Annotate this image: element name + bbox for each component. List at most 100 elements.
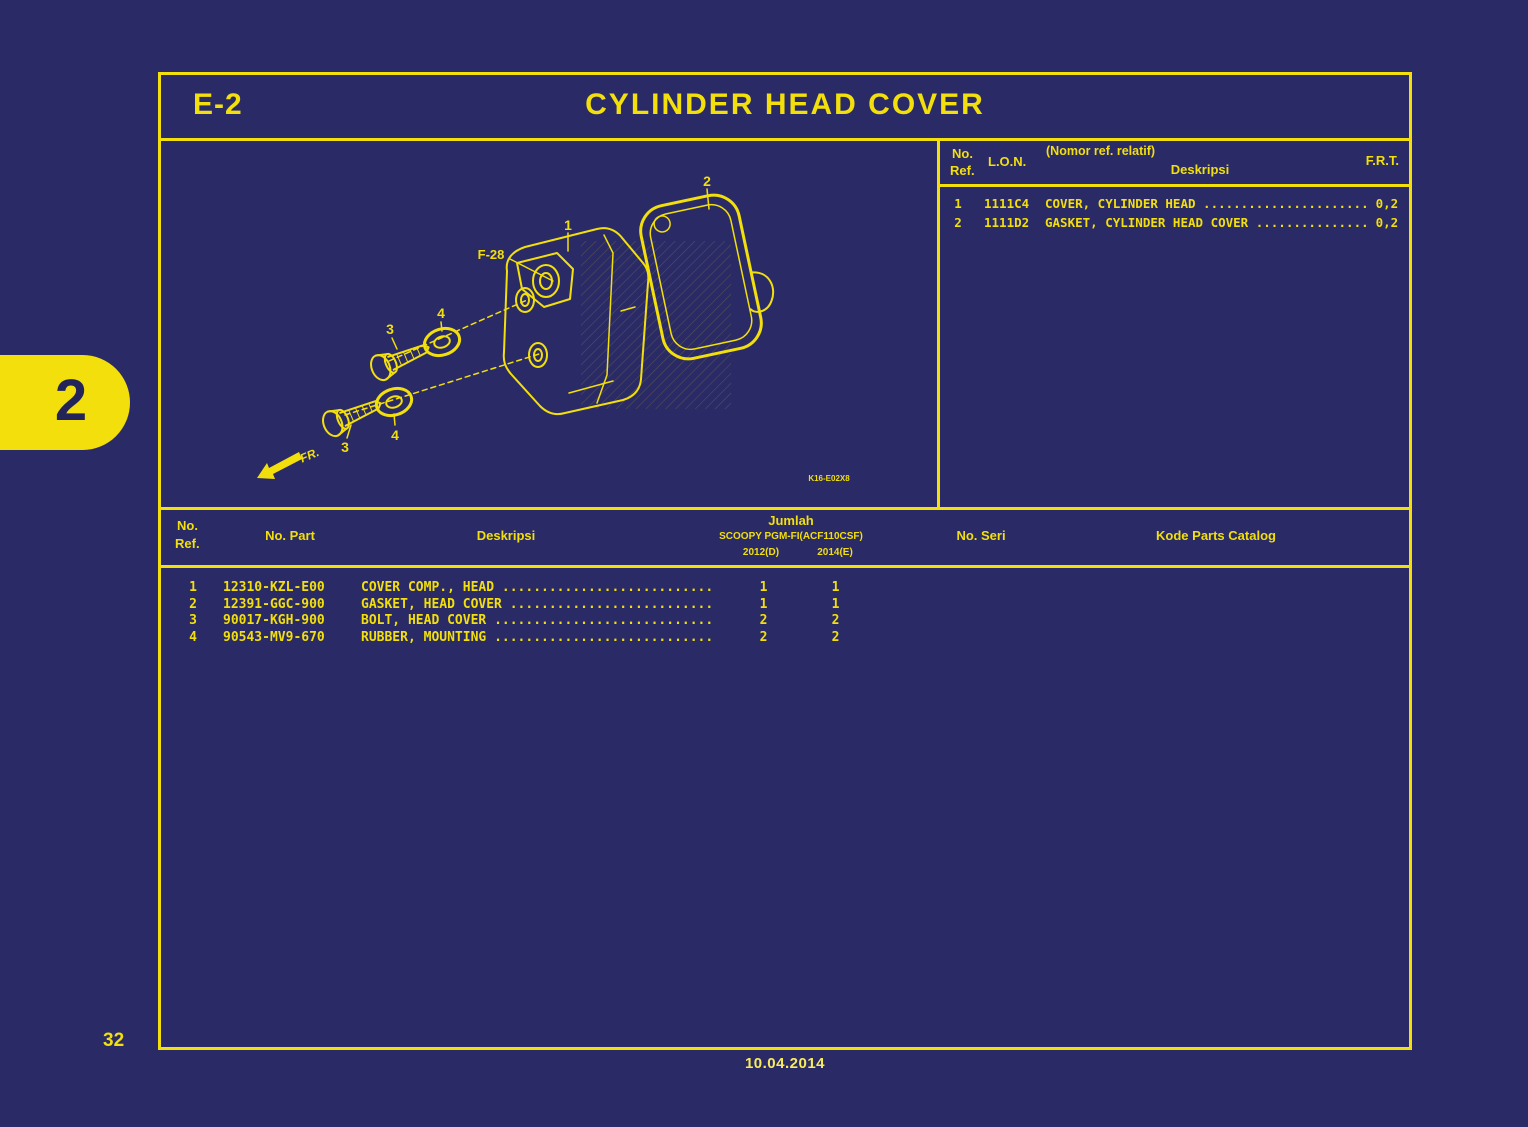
- callout-3a: 3: [386, 321, 394, 337]
- qty-2014: 2: [831, 613, 840, 628]
- part-number: 90017-KGH-900: [223, 613, 325, 628]
- part-number: 90543-MV9-670: [223, 629, 325, 645]
- parts-col-year-2014: 2014(E): [817, 547, 853, 558]
- parts-col-kode: Kode Parts Catalog: [1156, 528, 1276, 543]
- ref-row-line: COVER, CYLINDER HEAD ...................…: [1045, 196, 1398, 211]
- parts-col-no: No.: [177, 518, 198, 533]
- part-desc: COVER COMP., HEAD: [361, 580, 495, 595]
- part-bolt-upper: [370, 344, 430, 382]
- callout-line-3b: [346, 424, 352, 439]
- part-bolt-lower: [322, 400, 382, 438]
- part-gasket: [639, 193, 775, 361]
- callout-line-3a: [391, 337, 398, 350]
- ref-panel-col-frt: F.R.T.: [1365, 153, 1399, 168]
- qty-2014: 1: [831, 596, 840, 612]
- dot-leader: ...............: [1255, 215, 1369, 230]
- part-rubber-mounting-upper: [422, 326, 462, 358]
- page-header: E-2 CYLINDER HEAD COVER: [161, 75, 1409, 141]
- qty-2012: 1: [759, 596, 768, 612]
- parts-col-year-2012: 2012(D): [742, 547, 780, 558]
- ref-panel-header: No. Ref. L.O.N. (Nomor ref. relatif) Des…: [940, 141, 1409, 187]
- callout-3b: 3: [341, 439, 349, 455]
- parts-col-ref: Ref.: [175, 536, 200, 551]
- table-row: 3 90017-KGH-900 BOLT, HEAD COVER .......…: [161, 613, 1409, 630]
- parts-table-header: No. Ref. No. Part Deskripsi Jumlah SCOOP…: [161, 507, 1409, 568]
- part-cover-cylinder-head: [502, 227, 650, 416]
- chapter-tab[interactable]: 2: [0, 355, 130, 450]
- callout-line-4a: [440, 321, 443, 332]
- table-row: 4 90543-MV9-670 RUBBER, MOUNTING .......…: [161, 630, 1409, 647]
- ref-row: 2 1111D2 GASKET, CYLINDER HEAD COVER ...…: [940, 215, 1409, 234]
- parts-col-no-part: No. Part: [265, 528, 315, 543]
- ref-row: 1 1111C4 COVER, CYLINDER HEAD ..........…: [940, 196, 1409, 215]
- ref-row-desc: GASKET, CYLINDER HEAD COVER: [1045, 215, 1249, 230]
- qty-2012: 1: [759, 580, 768, 595]
- page-title: CYLINDER HEAD COVER: [585, 88, 985, 121]
- qty-2012: 2: [759, 629, 768, 645]
- ref-panel-col-no: No.: [952, 146, 973, 161]
- parts-table-body: 1 12310-KZL-E00 COVER COMP., HEAD ......…: [161, 568, 1409, 646]
- part-rubber-mounting-lower: [374, 386, 414, 418]
- part-ref: 2: [189, 596, 197, 612]
- parts-col-jumlah: Jumlah: [768, 513, 814, 528]
- part-number: 12391-GGC-900: [223, 596, 325, 612]
- assembly-line-lower: [344, 353, 540, 416]
- ref-panel: No. Ref. L.O.N. (Nomor ref. relatif) Des…: [937, 141, 1409, 507]
- parts-col-deskripsi: Deskripsi: [476, 528, 536, 543]
- ref-row-frt: 0,2: [1375, 215, 1399, 230]
- ref-row-ref: 2: [954, 215, 962, 230]
- figure-code: K16-E02X8: [808, 474, 850, 483]
- parts-col-no-seri: No. Seri: [956, 528, 1006, 543]
- table-row: 2 12391-GGC-900 GASKET, HEAD COVER .....…: [161, 597, 1409, 614]
- part-desc: BOLT, HEAD COVER: [361, 613, 487, 628]
- parts-col-model: SCOOPY PGM-FI(ACF110CSF): [719, 531, 863, 542]
- table-row: 1 12310-KZL-E00 COVER COMP., HEAD ......…: [161, 580, 1409, 597]
- ref-row-lon: 1111D2: [984, 215, 1030, 230]
- part-desc-line: GASKET, HEAD COVER .....................…: [361, 597, 713, 612]
- ref-panel-col-deskripsi: Deskripsi: [1170, 162, 1230, 177]
- assembly-line-upper: [388, 299, 528, 362]
- part-desc-line: COVER COMP., HEAD ......................…: [361, 580, 713, 595]
- dot-leader: ...........................: [501, 580, 714, 595]
- callout-4b: 4: [391, 427, 399, 443]
- callout-line-4b: [393, 413, 396, 426]
- dot-leader: ..........................: [509, 596, 714, 612]
- dot-leader: ............................: [494, 629, 714, 645]
- ref-row-desc: COVER, CYLINDER HEAD: [1045, 196, 1196, 211]
- ref-row-line: GASKET, CYLINDER HEAD COVER ............…: [1045, 215, 1398, 230]
- part-number: 12310-KZL-E00: [223, 580, 325, 595]
- ref-row-ref: 1: [954, 196, 962, 211]
- part-desc: GASKET, HEAD COVER: [361, 596, 502, 612]
- qty-2012: 2: [759, 613, 768, 628]
- exploded-view-svg: 1 2 3 4 3 4 F-28 FR. K16-E02X8: [257, 173, 850, 483]
- dot-leader: ............................: [494, 613, 714, 628]
- section-code: E-2: [193, 88, 243, 121]
- callout-2: 2: [703, 173, 711, 189]
- exploded-diagram: 1 2 3 4 3 4 F-28 FR. K16-E02X8: [161, 141, 937, 507]
- qty-2014: 1: [831, 580, 840, 595]
- page-number: 32: [103, 1030, 125, 1051]
- ref-panel-col-lon: L.O.N.: [988, 154, 1027, 169]
- part-desc-line: RUBBER, MOUNTING .......................…: [361, 630, 713, 645]
- callout-line-2: [706, 188, 710, 210]
- fr-direction-arrow-icon: [257, 452, 302, 479]
- chapter-tab-number: 2: [54, 368, 88, 433]
- print-hatch-artifact: [581, 241, 731, 409]
- qty-2014: 2: [831, 629, 840, 645]
- fr-label: FR.: [298, 445, 321, 465]
- dot-leader: ......................: [1203, 196, 1369, 211]
- ref-panel-col-nomor: (Nomor ref. relatif): [1046, 144, 1156, 158]
- catalog-frame: E-2 CYLINDER HEAD COVER: [158, 72, 1412, 1050]
- callout-line-f28: [509, 258, 554, 282]
- callout-1: 1: [564, 217, 572, 233]
- subref-f28: F-28: [478, 247, 505, 262]
- part-ref: 4: [189, 629, 197, 645]
- footer-date: 10.04.2014: [744, 1055, 826, 1072]
- part-desc: RUBBER, MOUNTING: [361, 629, 487, 645]
- part-desc-line: BOLT, HEAD COVER .......................…: [361, 613, 713, 628]
- callout-4a: 4: [437, 305, 445, 321]
- part-ref: 1: [189, 580, 197, 595]
- ref-panel-col-ref: Ref.: [950, 163, 975, 178]
- ref-row-frt: 0,2: [1375, 196, 1399, 211]
